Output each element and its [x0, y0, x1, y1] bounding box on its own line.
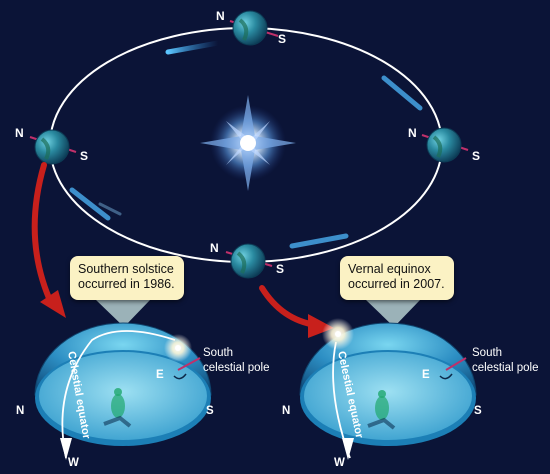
left-dome-north-label: N [16, 405, 24, 417]
right-dome-west-label: W [334, 457, 345, 469]
earth-bottom-north-label: N [210, 241, 219, 255]
right-dome [299, 318, 477, 460]
earth-right-south-label: S [472, 149, 480, 163]
left-dome-east-label: E [156, 369, 164, 381]
callout-right-line1: Vernal equinox [348, 262, 431, 276]
left-dome-pole-label-2: celestial pole [203, 362, 269, 374]
right-dome-east-label: E [422, 369, 430, 381]
callout-left-line2: occurred in 1986. [78, 277, 175, 291]
earth-top-south-label: S [278, 32, 286, 46]
right-dome-pole-label-2: celestial pole [472, 362, 538, 374]
callout-right-pointer [366, 300, 420, 327]
right-dome-pole-label-1: South [472, 347, 502, 359]
red-arrow-right [259, 285, 334, 338]
right-dome-south-label: S [474, 405, 482, 417]
callout-left: Southern solstice occurred in 1986. [70, 256, 184, 300]
earth-right-north-label: N [408, 126, 417, 140]
right-dome-north-label: N [282, 405, 290, 417]
left-dome-west-label: W [68, 457, 79, 469]
earth-bottom-south-label: S [276, 262, 284, 276]
earth-bottom [225, 243, 273, 279]
red-arrow-left [31, 162, 66, 318]
earth-right [421, 127, 469, 163]
earth-left-south-label: S [80, 149, 88, 163]
earth-left-north-label: N [15, 126, 24, 140]
motion-streaks [69, 40, 423, 249]
callout-left-line1: Southern solstice [78, 262, 174, 276]
earth-top [229, 10, 279, 46]
left-dome-south-label: S [206, 405, 214, 417]
earth-left [29, 129, 77, 165]
sun [200, 95, 296, 191]
left-dome [34, 322, 212, 460]
callout-right: Vernal equinox occurred in 2007. [340, 256, 454, 300]
earth-top-north-label: N [216, 9, 225, 23]
callout-right-line2: occurred in 2007. [348, 277, 445, 291]
left-dome-pole-label-1: South [203, 347, 233, 359]
callout-left-pointer [96, 300, 150, 327]
